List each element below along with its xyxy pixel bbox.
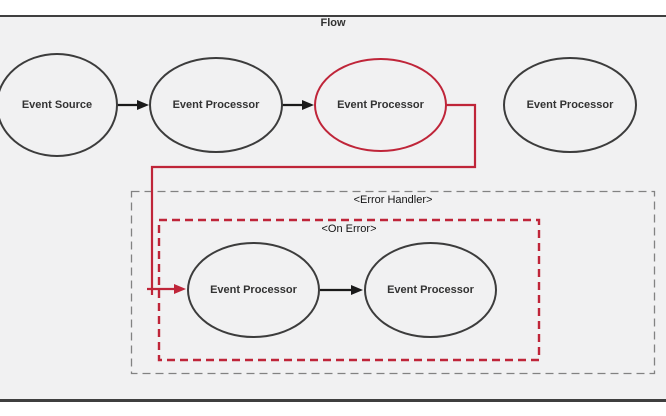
node-label: Event Source bbox=[21, 99, 93, 111]
node-label: Event Processor bbox=[526, 99, 614, 111]
flow-scope-label: Flow bbox=[320, 17, 346, 29]
on-error-scope-label: <On Error> bbox=[321, 223, 377, 235]
node-event-processor-2-error[interactable]: Event Processor bbox=[314, 58, 447, 152]
arrowhead-icon bbox=[174, 284, 186, 294]
node-event-processor-1[interactable]: Event Processor bbox=[149, 57, 283, 153]
connector-processor2-to-error-processor1[interactable] bbox=[147, 103, 477, 295]
arrowhead-icon bbox=[351, 285, 363, 295]
connector-error-processor1-to-error-processor2[interactable] bbox=[320, 285, 363, 295]
connector-source-to-processor1[interactable] bbox=[117, 100, 149, 110]
error-handler-scope-label: <Error Handler> bbox=[353, 194, 433, 206]
node-label: Event Processor bbox=[337, 99, 424, 111]
node-event-source[interactable]: Event Source bbox=[0, 53, 118, 157]
node-error-event-processor-1[interactable]: Event Processor bbox=[187, 242, 320, 338]
arrowhead-icon bbox=[302, 100, 314, 110]
node-label: Event Processor bbox=[210, 284, 297, 296]
node-label: Event Processor bbox=[387, 284, 474, 296]
node-label: Event Processor bbox=[172, 99, 260, 111]
arrowhead-icon bbox=[137, 100, 149, 110]
error-handler-scope-box[interactable] bbox=[130, 190, 656, 375]
connector-processor1-to-processor2[interactable] bbox=[282, 100, 314, 110]
node-error-event-processor-2[interactable]: Event Processor bbox=[364, 242, 497, 338]
node-event-processor-3[interactable]: Event Processor bbox=[503, 57, 637, 153]
